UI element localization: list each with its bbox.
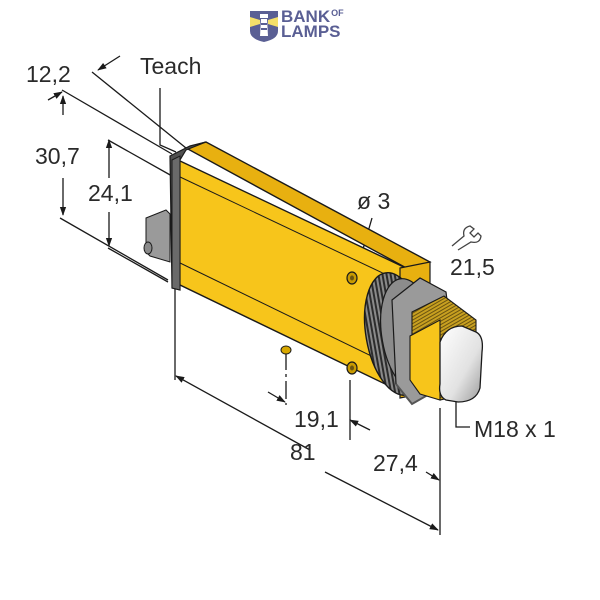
logo-text-lamps: LAMPS xyxy=(281,22,341,41)
dim-connector-27-4: 27,4 xyxy=(373,450,418,476)
barrel-front xyxy=(409,319,441,401)
extension-lines xyxy=(47,55,470,535)
lighthouse-icon xyxy=(250,11,278,42)
dim-thread-m18: M18 x 1 xyxy=(474,416,556,442)
lens xyxy=(438,325,484,403)
dim-width-12-2: 12,2 xyxy=(26,61,71,87)
dim-height-24-1: 24,1 xyxy=(88,180,133,206)
logo-text-bank: BANKOF xyxy=(281,7,344,27)
housing-groove-top xyxy=(177,175,411,287)
dim-hole-diameter: ø 3 xyxy=(357,188,391,214)
housing-groove-bottom xyxy=(177,261,401,371)
underside-hole xyxy=(280,345,292,355)
dim-wrench-21-5: 21,5 xyxy=(450,254,495,280)
mounting-hole-bottom xyxy=(346,361,358,375)
logo-word-bank: BANK xyxy=(281,7,331,26)
dim-hole-offset-19-1: 19,1 xyxy=(294,406,339,432)
bank-of-lamps-logo xyxy=(248,7,353,43)
dim-length-81: 81 xyxy=(290,439,316,465)
dim-height-30-7: 30,7 xyxy=(35,143,80,169)
mounting-hole-top xyxy=(346,271,358,285)
logo-word-of: OF xyxy=(331,8,344,18)
wrench-icon xyxy=(451,225,482,251)
teach-label: Teach xyxy=(140,53,202,79)
